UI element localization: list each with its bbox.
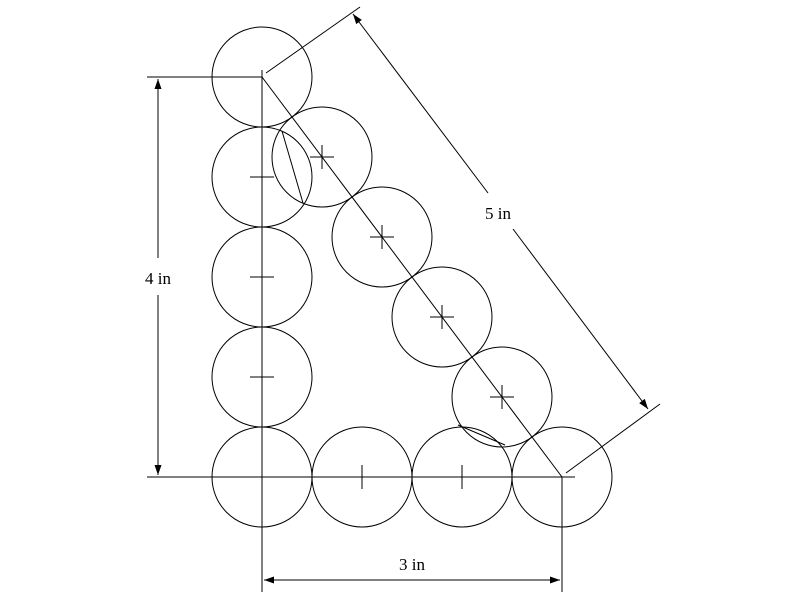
hypotenuse-extension-line — [265, 6, 361, 74]
circle — [391, 266, 493, 368]
circle — [331, 186, 433, 288]
circle — [511, 426, 613, 528]
center-cross — [310, 145, 334, 169]
hypotenuse-extension-line — [565, 403, 661, 474]
circle — [271, 106, 373, 208]
circle — [451, 346, 553, 448]
hypotenuse-dimension-line — [512, 228, 649, 410]
junction-line — [281, 130, 304, 204]
center-cross — [430, 305, 454, 329]
junction-line — [457, 424, 506, 446]
vertical-dimension-label: 4 in — [145, 269, 171, 288]
hypotenuse-dimension-label: 5 in — [485, 204, 511, 223]
horizontal-dimension-label: 3 in — [399, 555, 425, 574]
hypotenuse-dimension-line — [352, 13, 489, 194]
center-cross — [490, 385, 514, 409]
center-cross — [370, 225, 394, 249]
